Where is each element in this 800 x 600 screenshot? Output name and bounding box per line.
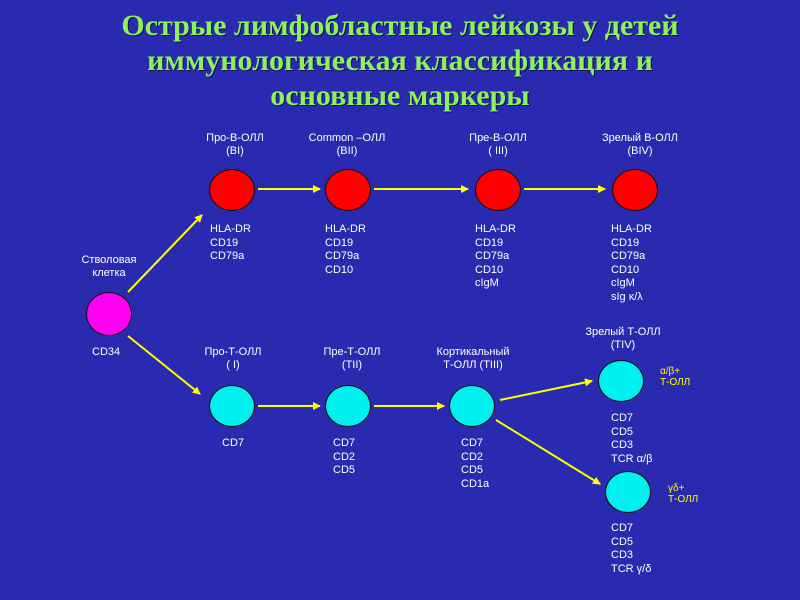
b-cell-label-3: Пре-В-ОЛЛ( III) [469, 132, 527, 157]
page-title: Острые лимфобластные лейкозы у детей имм… [0, 8, 800, 113]
b-cell-node-4 [612, 169, 658, 211]
title-line-3: основные маркеры [270, 79, 530, 112]
b-cell-label-2: Common –ОЛЛ(BII) [308, 132, 386, 157]
t-cell-node-1 [209, 385, 255, 427]
t-cell-label-2: Пре-Т-ОЛЛ(TII) [323, 346, 381, 371]
b-cell-markers-1: HLA-DR CD19 CD79a [210, 223, 251, 262]
t-cell-node-3 [449, 385, 495, 427]
t-cell-markers-1: CD7 [222, 437, 245, 449]
arrow-stem-to-pro-t [127, 335, 201, 395]
t-mature-gd-node [605, 471, 651, 513]
b-cell-label-4: Зрелый В-ОЛЛ(BIV) [602, 132, 678, 157]
arrow-stem-to-pro-b [127, 214, 203, 293]
t-mature-gd-markers: CD7 CD5 CD3 TCR γ/δ [611, 522, 652, 575]
stem-cell-marker: CD34 [92, 346, 121, 358]
b-cell-markers-4: HLA-DR CD19 CD79a CD10 cIgM sIg κ/λ [611, 223, 652, 303]
t-mature-label: Зрелый Т-ОЛЛ(TIV) [585, 326, 661, 351]
t-mature-ab-node [598, 360, 644, 402]
t-mature-ab-label: α/β+ Т-ОЛЛ [660, 366, 691, 388]
arrow-t3-gd [495, 419, 601, 485]
t-mature-gd-label: γδ+ Т-ОЛЛ [668, 483, 699, 505]
stem-cell-label: Стволовая клетка [81, 254, 137, 279]
t-cell-markers-3: CD7 CD2 CD5 CD1a [461, 437, 490, 490]
t-cell-markers-2: CD7 CD2 CD5 [333, 437, 356, 476]
stem-cell-node [86, 292, 132, 336]
arrow-t3-ab [499, 378, 593, 401]
title-line-2: иммунологическая классификация и [147, 44, 653, 77]
b-cell-markers-2: HLA-DR CD19 CD79a CD10 [325, 223, 366, 276]
t-mature-ab-markers: CD7 CD5 CD3 TCR α/β [611, 412, 653, 465]
b-cell-node-3 [475, 169, 521, 211]
t-cell-label-1: Про-Т-ОЛЛ( I) [204, 346, 262, 371]
b-cell-node-1 [209, 169, 255, 211]
b-cell-node-2 [325, 169, 371, 211]
t-cell-node-2 [325, 385, 371, 427]
title-line-1: Острые лимфобластные лейкозы у детей [121, 9, 679, 42]
b-cell-label-1: Про-В-ОЛЛ(BI) [206, 132, 264, 157]
b-cell-markers-3: HLA-DR CD19 CD79a CD10 cIgM [475, 223, 516, 289]
